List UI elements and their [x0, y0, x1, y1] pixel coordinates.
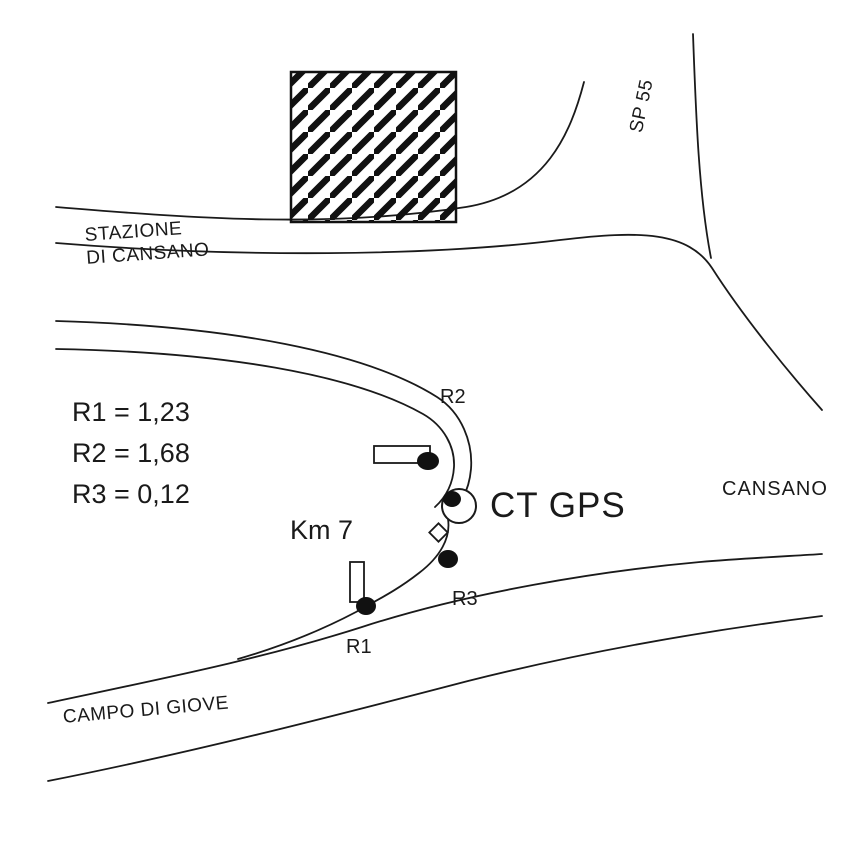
point-r2-dot	[417, 452, 439, 470]
label-km7: Km 7	[290, 515, 354, 545]
point-r1-dot	[356, 597, 376, 615]
road-campo-south-edge	[47, 615, 823, 782]
ct-gps-dot	[443, 491, 461, 507]
label-r2: R2	[440, 386, 466, 408]
road-hairpin-exit	[237, 518, 450, 660]
label-cansano: CANSANO	[722, 478, 828, 500]
building-near-r1	[349, 561, 365, 603]
legend-r2: R2 = 1,68	[72, 438, 190, 468]
legend-r3: R3 = 0,12	[72, 479, 190, 509]
road-stazione-south-edge-to-cansano	[55, 233, 823, 411]
legend: R1 = 1,23 R2 = 1,68 R3 = 0,12	[72, 392, 190, 515]
label-stazione-di-cansano: STAZIONE DI CANSANO	[84, 215, 210, 269]
road-campo-north-edge	[47, 553, 823, 704]
label-r1: R1	[346, 636, 372, 658]
label-ct-gps: CT GPS	[490, 486, 626, 525]
road-hairpin-inner-edge	[55, 348, 455, 508]
hatched-building	[289, 70, 458, 224]
point-r3-dot	[438, 550, 458, 568]
road-hairpin-outer-edge	[55, 320, 473, 518]
label-r3: R3	[452, 588, 478, 610]
road-sp55-east-edge	[692, 33, 712, 259]
legend-r1: R1 = 1,23	[72, 397, 190, 427]
ct-gps-diamond	[428, 522, 449, 543]
